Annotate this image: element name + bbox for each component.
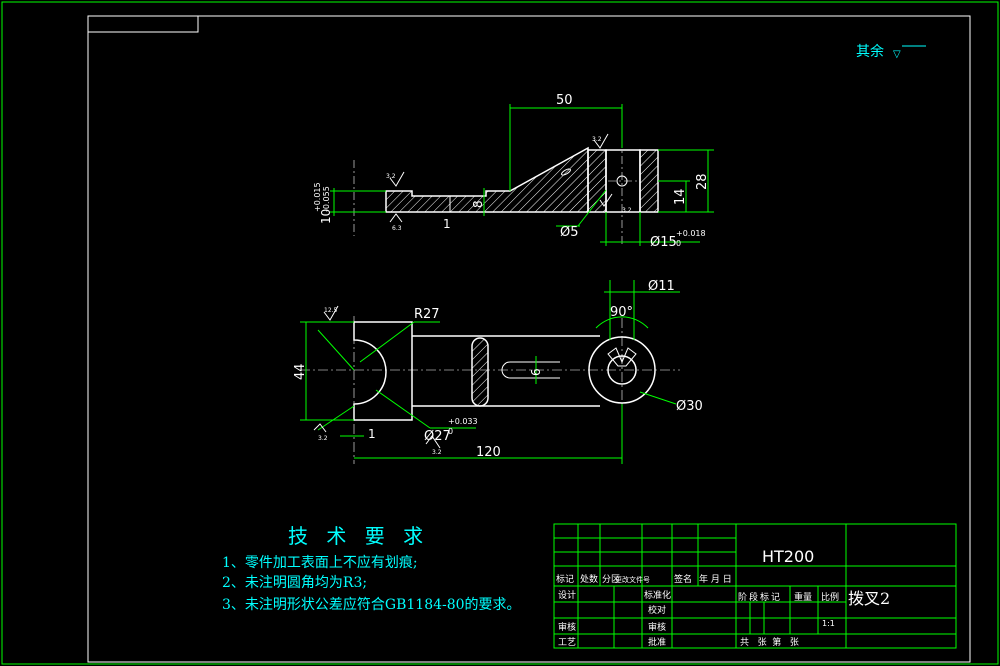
dim-d15-tol: +0.018 (676, 229, 706, 238)
roughness-r7: 3.2 (622, 207, 632, 214)
dim-50: 50 (556, 93, 573, 108)
dim-6: 6 (529, 368, 543, 376)
roughness-r1: 3.2 (386, 173, 396, 180)
dim-44: 44 (293, 363, 308, 380)
role-process: 工艺 (558, 637, 576, 648)
header-sign: 签名 (674, 573, 692, 585)
scale-value: 1:1 (822, 619, 835, 628)
roughness-r2: 6.3 (392, 225, 402, 232)
header-date: 年 月 日 (699, 573, 732, 585)
roughness-symbol-icon: ▽ (893, 49, 901, 60)
label-proofread: 校对 (648, 604, 666, 616)
dim-d27-tol: +0.033 (448, 417, 478, 426)
col-stage: 阶段标记 (738, 591, 782, 603)
hub-left-wall (587, 149, 607, 213)
col-weight: 重量 (794, 591, 812, 603)
dim-d15-tol0: 0 (676, 239, 681, 248)
dim-1-top: 1 (368, 427, 376, 441)
dim-1-front: 1 (443, 217, 451, 231)
roughness-r3: 3.2 (592, 136, 602, 143)
role-review: 审核 (558, 621, 576, 633)
header-change-doc: 更改文件号 (615, 575, 650, 584)
top-left-box (87, 15, 199, 33)
rib-section (471, 337, 489, 407)
label-approve: 批准 (648, 636, 666, 648)
roughness-r5: 3.2 (318, 435, 328, 442)
part-name: 拨叉2 (848, 589, 890, 608)
dim-d30: Ø30 (676, 399, 703, 414)
dim-8: 8 (471, 200, 485, 208)
dim-r27: R27 (414, 307, 440, 322)
top-view: 44 R27 Ø11 90° 6 Ø30 Ø27 +0.033 0 1 1 (293, 207, 703, 464)
header-count: 处数 (580, 573, 598, 585)
col-scale: 比例 (821, 591, 839, 603)
dim-10: 10 (319, 209, 333, 224)
dim-angle-90: 90° (610, 305, 633, 320)
roughness-note: 其余 (856, 43, 884, 60)
dim-d27: Ø27 (424, 429, 451, 444)
roughness-r4: 12.5 (324, 307, 338, 314)
dim-d15: Ø15 (650, 235, 677, 250)
front-view-body (385, 146, 589, 213)
dim-d11: Ø11 (648, 279, 675, 294)
dim-10-tol-lo: -0.055 (322, 186, 331, 212)
requirement-3: 3、未注明形状公差应符合GB1184-80的要求。 (222, 597, 521, 613)
inner-frame (87, 15, 971, 663)
dim-14: 14 (673, 188, 688, 205)
hub-right-wall (639, 149, 659, 213)
header-mark: 标记 (556, 573, 574, 585)
dim-d5: Ø5 (560, 225, 579, 240)
fork-outline (353, 321, 413, 421)
requirement-2: 2、未注明圆角均为R3; (222, 575, 368, 591)
dim-d27-tol0: 0 (448, 427, 453, 436)
label-drawing-no: 审核 (648, 621, 666, 633)
dim-10-tol-up: +0.015 (313, 182, 322, 212)
technical-requirements-title: 技 术 要 求 (288, 524, 430, 548)
requirement-1: 1、零件加工表面上不应有划痕; (222, 555, 418, 571)
dim-28: 28 (695, 173, 710, 190)
roughness-r6: 3.2 (432, 449, 442, 456)
header-zone: 分区 (602, 574, 620, 585)
front-view: 50 28 14 8 1 10 +0.015 -0.055 Ø5 Ø15 +0.… (313, 93, 714, 250)
material-value: HT200 (762, 547, 814, 566)
title-block (553, 523, 957, 649)
sheet-info: 共 张 第 张 (740, 636, 799, 648)
dim-120: 120 (476, 445, 501, 460)
role-design: 设计 (558, 589, 576, 601)
role-standard: 标准化 (644, 589, 671, 601)
